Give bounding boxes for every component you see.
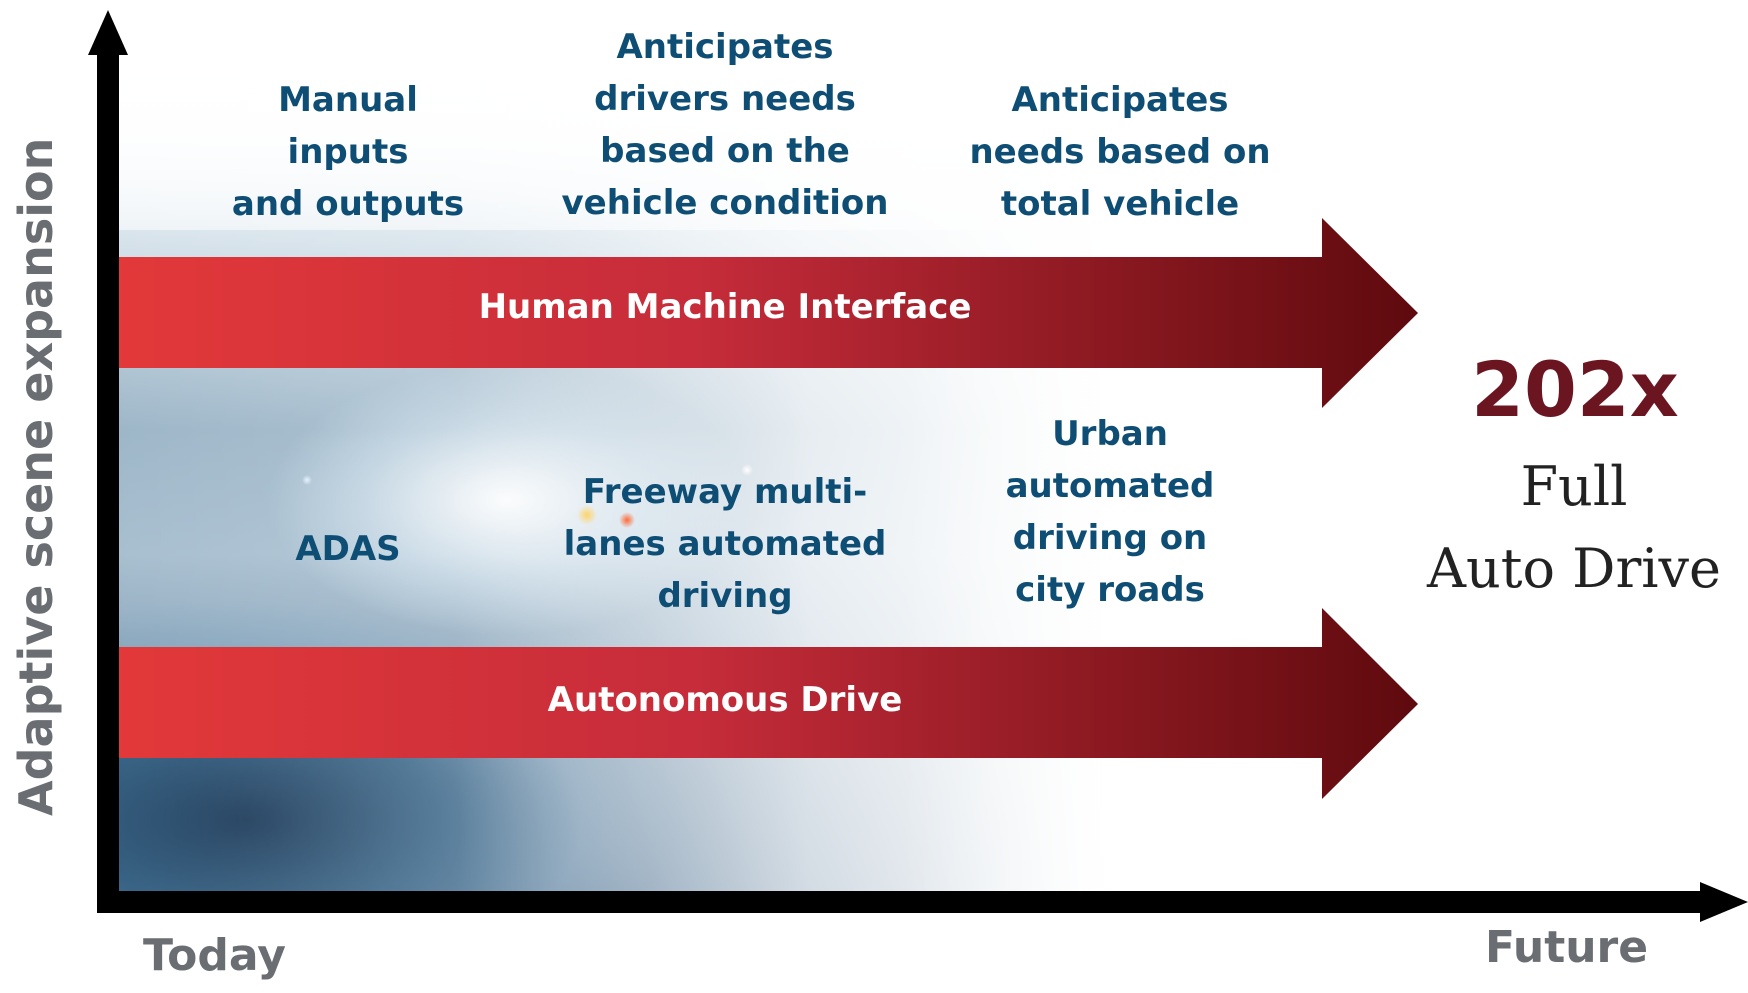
ad-stage-freeway: Freeway multi- lanes automated driving	[563, 472, 887, 616]
ad-stage-adas: ADAS	[295, 529, 401, 569]
hmi-stage-total-vehicle: Anticipates needs based on total vehicle	[969, 80, 1271, 224]
y-axis-title: Adaptive scene expansion	[9, 137, 63, 816]
y-axis-line	[97, 48, 119, 906]
hmi-stage-vehicle-condition: Anticipates drivers needs based on the v…	[561, 27, 889, 223]
ad-stage-urban: Urban automated driving on city roads	[1005, 414, 1215, 610]
goal-year: 202x	[1471, 345, 1679, 434]
goal-full-auto-drive: Full Auto Drive	[1427, 455, 1721, 600]
hmi-band-arrow	[107, 218, 1418, 408]
x-axis-start-label: Today	[143, 930, 286, 981]
x-axis-line	[97, 891, 1709, 913]
x-axis-end-label: Future	[1485, 922, 1649, 973]
hmi-stage-manual: Manual inputs and outputs	[231, 80, 465, 224]
y-axis-arrowhead	[88, 10, 128, 55]
ad-band-label: Autonomous Drive	[547, 680, 903, 720]
ad-band-arrow	[107, 608, 1418, 799]
x-axis-arrowhead	[1700, 882, 1748, 922]
hmi-band-label: Human Machine Interface	[478, 287, 972, 327]
